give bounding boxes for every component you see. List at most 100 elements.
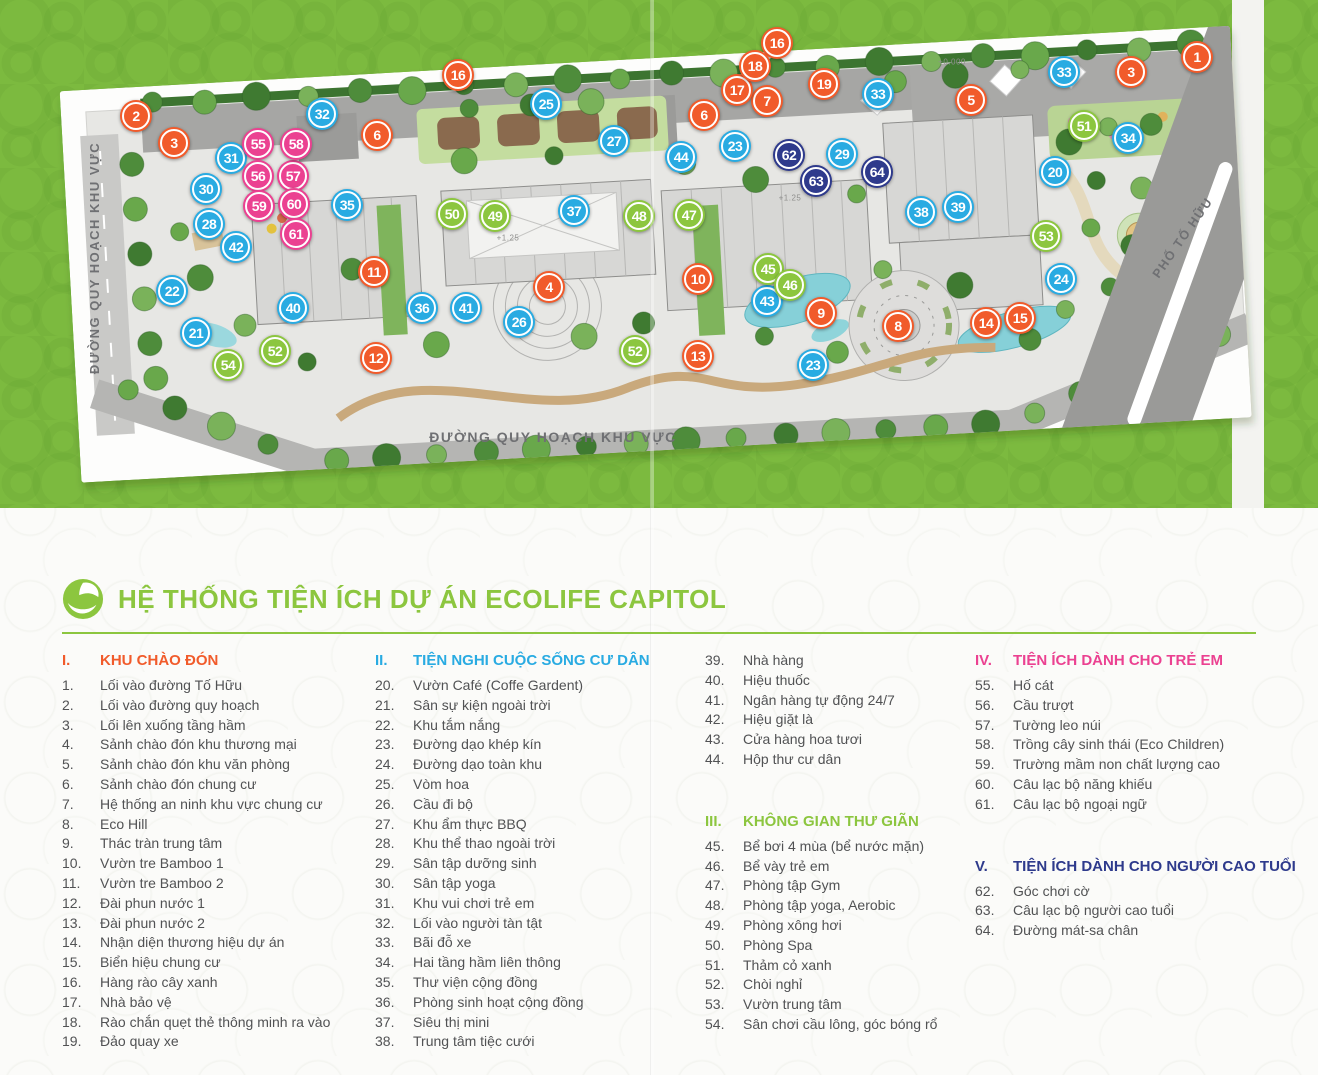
map-marker-47: 47 [673, 199, 705, 231]
map-marker-41: 41 [450, 292, 482, 324]
marker-number: 56 [250, 168, 266, 184]
legend-item: 48.Phòng tập yoga, Aerobic [705, 896, 975, 916]
legend-item: 40.Hiệu thuốc [705, 671, 975, 691]
legend-item: 31.Khu vui chơi trẻ em [375, 894, 705, 914]
item-label: Thảm cỏ xanh [743, 956, 832, 973]
marker-number: 21 [188, 325, 204, 341]
item-label: Biển hiệu chung cư [100, 954, 221, 971]
elevation-label: +1.25 [496, 233, 520, 243]
legend-item: 8.Eco Hill [62, 815, 375, 835]
section-title: TIỆN ÍCH DÀNH CHO NGƯỜI CAO TUỔI [1013, 857, 1296, 875]
legend-item: 9.Thác tràn trung tâm [62, 834, 375, 854]
map-marker-6: 6 [361, 119, 393, 151]
tree [631, 311, 655, 335]
item-label: Đài phun nước 1 [100, 894, 205, 911]
tree [609, 68, 631, 90]
tree [570, 322, 598, 350]
item-number: 46. [705, 857, 725, 874]
marker-number: 48 [631, 208, 647, 224]
item-number: 10. [62, 855, 82, 872]
item-label: Vườn Café (Coffe Gardent) [413, 677, 584, 693]
map-marker-15: 15 [1004, 302, 1036, 334]
marker-number: 62 [781, 147, 797, 163]
map-marker-32: 32 [306, 98, 338, 130]
map-marker-37: 37 [558, 195, 590, 227]
map-marker-46: 46 [774, 269, 806, 301]
legend-item: 33.Bãi đỗ xe [375, 933, 705, 953]
item-number: 55. [975, 677, 995, 693]
tree [170, 222, 190, 242]
item-label: Vòm hoa [413, 775, 470, 792]
item-label: Lối vào đường Tố Hữu [100, 677, 243, 693]
marker-number: 6 [373, 127, 381, 143]
map-marker-40: 40 [277, 292, 309, 324]
item-label: Rào chắn quẹt thẻ thông minh ra vào [100, 1013, 331, 1030]
street-label-bottom: ĐƯỜNG QUY HOẠCH KHU VỰC [429, 428, 677, 445]
elevation-label: +1.25 [778, 193, 802, 203]
tree [544, 146, 564, 166]
item-label: Nhà hàng [743, 652, 804, 668]
legend-section-header: IV.TIỆN ÍCH DÀNH CHO TRẺ EM [975, 651, 1318, 671]
map-marker-8: 8 [882, 310, 914, 342]
marker-number: 19 [816, 76, 832, 92]
legend-item: 50.Phòng Spa [705, 936, 975, 956]
map-marker-51: 51 [1068, 110, 1100, 142]
street-label-left: ĐƯỜNG QUY HOẠCH KHU VỰC [87, 142, 102, 374]
tree [864, 46, 894, 76]
legend-section-header: III.KHÔNG GIAN THƯ GIÃN [705, 812, 975, 832]
item-label: Lối vào người tàn tật [413, 914, 543, 931]
bbq-deck-3 [556, 109, 600, 144]
map-marker-50: 50 [436, 198, 468, 230]
tree [1010, 60, 1030, 80]
marker-number: 27 [606, 133, 622, 149]
item-label: Đường mát-sa chân [1013, 922, 1139, 939]
item-number: 59. [975, 756, 995, 773]
legend-item: 39.Nhà hàng [705, 651, 975, 671]
map-marker-64: 64 [861, 156, 893, 188]
marker-number: 23 [727, 138, 743, 154]
marker-number: 33 [870, 86, 886, 102]
map-marker-12: 12 [360, 342, 392, 374]
map-marker-36: 36 [406, 292, 438, 324]
legend-item: 49.Phòng xông hơi [705, 916, 975, 936]
marker-number: 49 [487, 208, 503, 224]
legend-item: 22.Khu tắm nắng [375, 716, 705, 736]
tree [553, 64, 583, 94]
legend-item: 18.Rào chắn quẹt thẻ thông minh ra vào [62, 1013, 375, 1033]
item-number: 43. [705, 731, 725, 748]
item-number: 21. [375, 696, 395, 713]
marker-number: 52 [627, 343, 643, 359]
item-number: 8. [62, 815, 74, 832]
marker-number: 46 [782, 277, 798, 293]
item-number: 36. [375, 993, 395, 1010]
legend-item: 14.Nhận diện thương hiệu dự án [62, 933, 375, 953]
tree [920, 51, 942, 73]
map-marker-7: 7 [751, 85, 783, 117]
tree [946, 271, 974, 299]
tree [1086, 171, 1106, 191]
item-number: 62. [975, 882, 995, 899]
right-road-group [1047, 25, 1252, 483]
legend-item: 53.Vườn trung tâm [705, 995, 975, 1015]
item-number: 26. [375, 795, 395, 812]
item-label: Hộp thư cư dân [743, 750, 842, 767]
map-marker-22: 22 [156, 275, 188, 307]
section-numeral: V. [975, 857, 988, 875]
legend-item: 37.Siêu thị mini [375, 1013, 705, 1033]
tree [659, 60, 685, 86]
item-label: Tường leo núi [1013, 716, 1101, 733]
legend-item: 20.Vườn Café (Coffe Gardent) [375, 676, 705, 696]
item-label: Đảo quay xe [100, 1033, 179, 1050]
legend-item: 29.Sân tập dưỡng sinh [375, 854, 705, 874]
map-marker-3: 3 [1115, 56, 1147, 88]
map-marker-13: 13 [682, 340, 714, 372]
marker-number: 54 [220, 357, 236, 373]
tree [941, 61, 969, 89]
marker-number: 58 [288, 136, 304, 152]
item-label: Khu ẩm thực BBQ [413, 815, 527, 832]
item-label: Chòi nghỉ [743, 976, 803, 993]
item-number: 41. [705, 691, 725, 708]
